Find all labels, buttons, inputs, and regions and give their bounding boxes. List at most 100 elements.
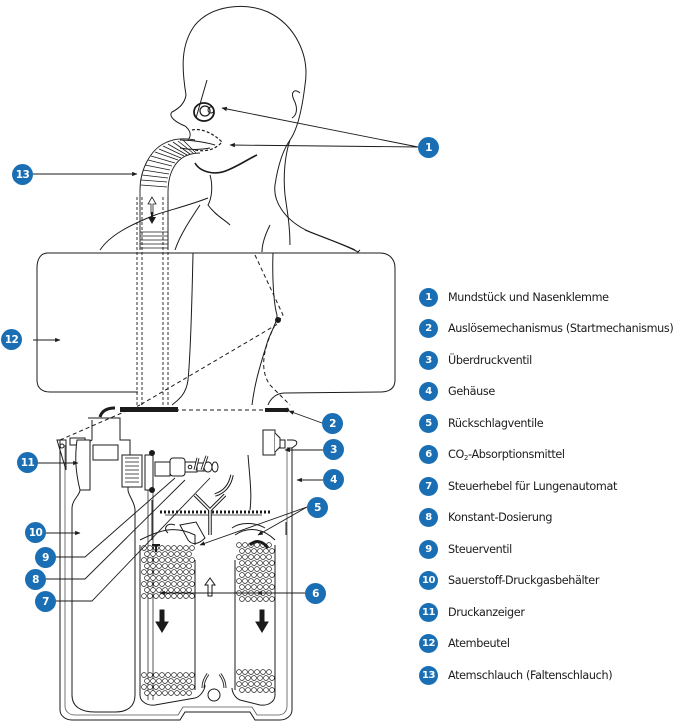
granule bbox=[269, 687, 275, 693]
granule bbox=[168, 678, 174, 684]
legend-label: CO2-Absorptionsmittel bbox=[448, 448, 565, 462]
granule bbox=[239, 596, 245, 602]
granule bbox=[260, 669, 266, 675]
granule bbox=[162, 678, 168, 684]
granule bbox=[147, 581, 153, 587]
granule bbox=[156, 690, 162, 696]
legend-label: Druckanzeiger bbox=[448, 605, 525, 619]
granule bbox=[186, 587, 192, 593]
granule bbox=[174, 551, 180, 557]
granule bbox=[263, 596, 269, 602]
legend-item: 8 Konstant-Dosierung bbox=[419, 507, 553, 529]
callout-5: 5 bbox=[307, 497, 328, 518]
granule bbox=[165, 569, 171, 575]
granule bbox=[263, 687, 269, 693]
granule bbox=[177, 684, 183, 690]
legend-label: Steuerhebel für Lungenautomat bbox=[448, 479, 618, 493]
granule bbox=[236, 566, 242, 572]
callout-11: 11 bbox=[17, 452, 38, 473]
granule bbox=[236, 554, 242, 560]
legend-badge: 10 bbox=[419, 571, 438, 590]
mouthpiece bbox=[179, 79, 223, 152]
granule bbox=[144, 563, 150, 569]
legend-label: Konstant-Dosierung bbox=[448, 511, 553, 524]
granule bbox=[153, 557, 159, 563]
legend-badge: 6 bbox=[419, 445, 438, 464]
legend-item: 5 Rückschlagventile bbox=[419, 412, 544, 434]
legend-badge: 12 bbox=[419, 634, 438, 653]
granule bbox=[269, 572, 275, 578]
granule bbox=[263, 572, 269, 578]
legend-label-prefix: CO bbox=[448, 447, 464, 461]
torso-outline bbox=[139, 252, 291, 406]
granule bbox=[159, 569, 165, 575]
granule bbox=[266, 578, 272, 584]
arrow-curl-icon bbox=[248, 540, 270, 549]
granule bbox=[156, 563, 162, 569]
granule bbox=[183, 672, 189, 678]
granule bbox=[141, 593, 147, 599]
granule bbox=[177, 672, 183, 678]
granule bbox=[171, 557, 177, 563]
legend-badge: 8 bbox=[419, 508, 438, 527]
granule bbox=[236, 578, 242, 584]
granule bbox=[153, 593, 159, 599]
granule bbox=[239, 560, 245, 566]
granule bbox=[171, 593, 177, 599]
granule bbox=[189, 545, 195, 551]
granule bbox=[147, 672, 153, 678]
granule bbox=[242, 669, 248, 675]
callout-4: 4 bbox=[323, 469, 344, 490]
granule bbox=[159, 672, 165, 678]
granule bbox=[147, 557, 153, 563]
granule bbox=[269, 596, 275, 602]
granule bbox=[251, 560, 257, 566]
granule bbox=[236, 681, 242, 687]
granule bbox=[236, 542, 242, 548]
granule bbox=[269, 548, 275, 554]
granule bbox=[245, 584, 251, 590]
legend-label: Steuerventil bbox=[448, 542, 512, 556]
absorbent-canisters bbox=[139, 454, 287, 706]
legend-badge: 11 bbox=[419, 602, 438, 622]
granule bbox=[269, 560, 275, 566]
granule bbox=[239, 675, 245, 681]
callout-3: 3 bbox=[323, 439, 344, 460]
granule bbox=[242, 578, 248, 584]
granule bbox=[159, 545, 165, 551]
granule bbox=[147, 569, 153, 575]
flow-arrow-icon bbox=[147, 196, 157, 224]
legend-label: Atembeutel bbox=[448, 637, 510, 650]
granule bbox=[183, 545, 189, 551]
granule bbox=[248, 554, 254, 560]
granule bbox=[245, 687, 251, 693]
granule bbox=[165, 557, 171, 563]
legend-label: Auslösemechanismus (Startmechanismus) bbox=[448, 322, 674, 335]
granule bbox=[242, 554, 248, 560]
granule bbox=[186, 690, 192, 696]
granule bbox=[254, 681, 260, 687]
granule bbox=[251, 596, 257, 602]
granule bbox=[147, 684, 153, 690]
granule bbox=[144, 551, 150, 557]
callout-1: 1 bbox=[418, 137, 439, 158]
granule bbox=[144, 587, 150, 593]
granule bbox=[168, 563, 174, 569]
granule bbox=[251, 584, 257, 590]
granule bbox=[254, 578, 260, 584]
valve-assembly bbox=[121, 450, 219, 493]
granule bbox=[248, 681, 254, 687]
legend-item: 13 Atemschlauch (Faltenschlauch) bbox=[419, 664, 613, 686]
legend-label-subscript: 2 bbox=[463, 453, 469, 462]
granule bbox=[168, 690, 174, 696]
granule bbox=[150, 551, 156, 557]
legend-item: 10 Sauerstoff-Druckgasbehälter bbox=[419, 570, 599, 592]
callout-6: 6 bbox=[305, 583, 326, 604]
trigger-mechanism bbox=[98, 406, 290, 418]
granule bbox=[245, 675, 251, 681]
granule bbox=[257, 687, 263, 693]
granule bbox=[251, 548, 257, 554]
granule bbox=[162, 551, 168, 557]
granule bbox=[180, 678, 186, 684]
granule bbox=[183, 684, 189, 690]
